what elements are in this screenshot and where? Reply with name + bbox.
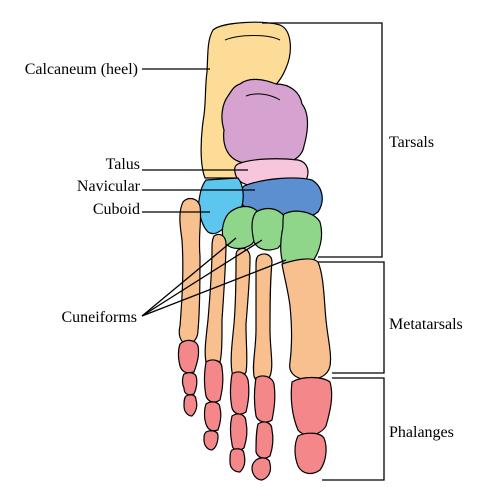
leader-lines [141,68,287,317]
cuneiform-leader-line-1 [141,237,237,317]
cuboid-label: Cuboid [93,201,140,218]
phalanges-label: Phalanges [389,424,454,441]
cuneiform-leader-line-2 [141,239,263,317]
phalanges-bones [177,339,333,481]
tarsals-label: Tarsals [389,134,434,151]
navicular-label: Navicular [77,178,141,195]
calcaneum-label: Calcaneum (heel) [25,61,138,78]
talus-label: Talus [106,156,140,173]
talus-bone [221,78,309,165]
cuneiforms-label: Cuneiforms [61,309,137,326]
metatarsals-label: Metatarsals [389,316,463,333]
metatarsals-bones [178,197,332,383]
phalanges-bracket [322,377,385,481]
metatarsals-bracket [318,261,385,374]
labels: Calcaneum (heel) Talus Navicular Cuboid … [25,61,463,441]
tarsals-bracket [262,22,383,258]
brackets [262,22,385,481]
cuneiform-leader-line-3 [141,259,287,317]
